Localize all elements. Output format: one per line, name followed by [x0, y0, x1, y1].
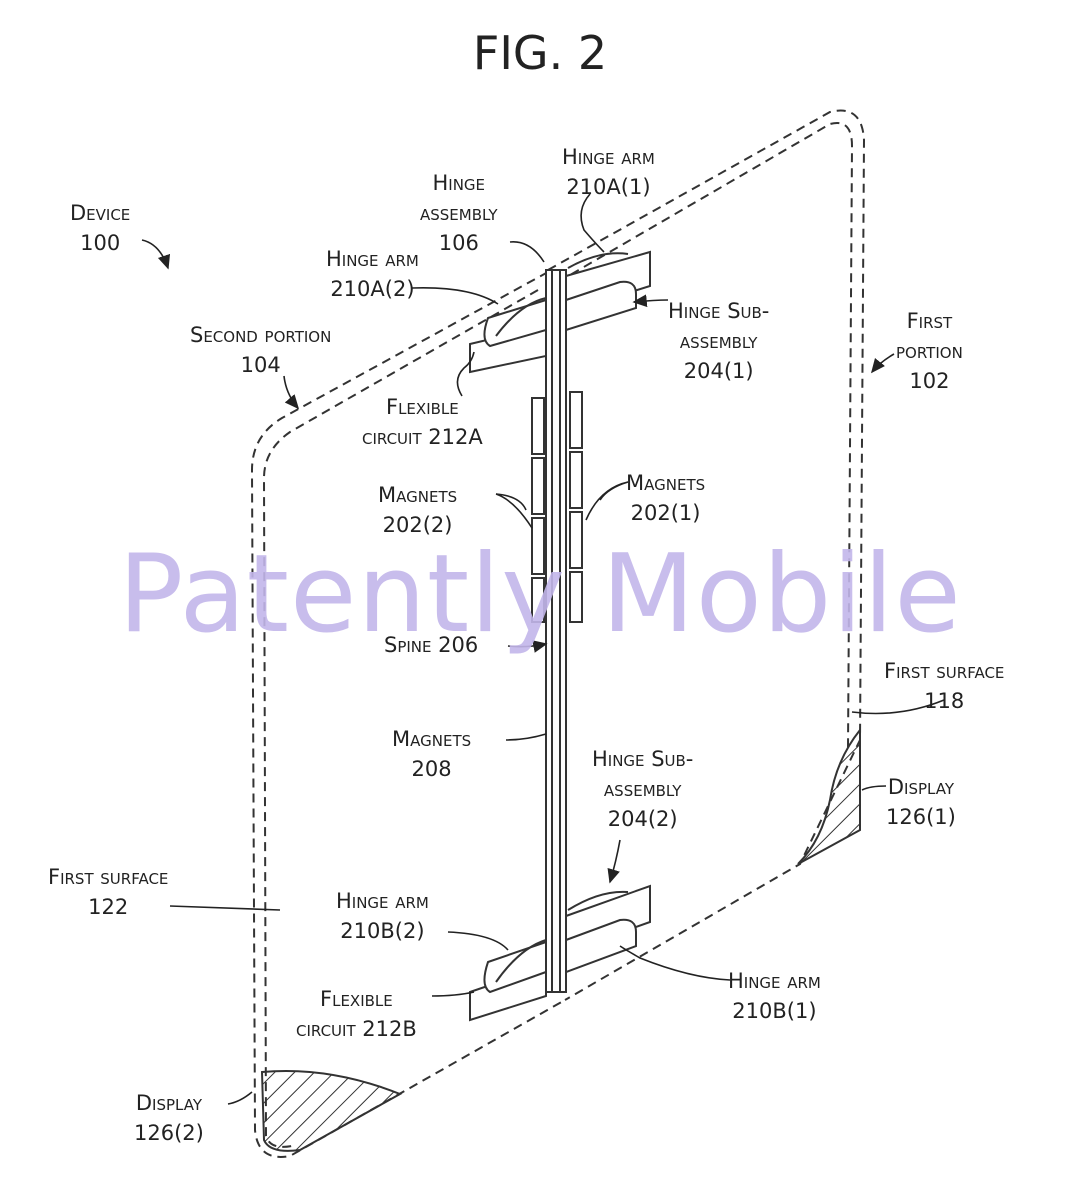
first-portion-outline: [547, 109, 866, 1001]
hinge-subassembly-top: [469, 250, 651, 374]
spine: [545, 269, 567, 993]
second-portion-outline: [250, 271, 566, 1158]
magnets-blocks: [531, 391, 583, 623]
watermark: Patently Mobile: [118, 532, 962, 657]
figure-title: FIG. 2: [472, 26, 608, 80]
label-spine: Spine 206: [384, 633, 479, 657]
display-126-1-hatch: [797, 727, 861, 865]
leader-lines: [141, 193, 945, 1105]
hinge-subassembly-bottom: [469, 884, 651, 1022]
display-126-2-hatch: [260, 1069, 403, 1152]
